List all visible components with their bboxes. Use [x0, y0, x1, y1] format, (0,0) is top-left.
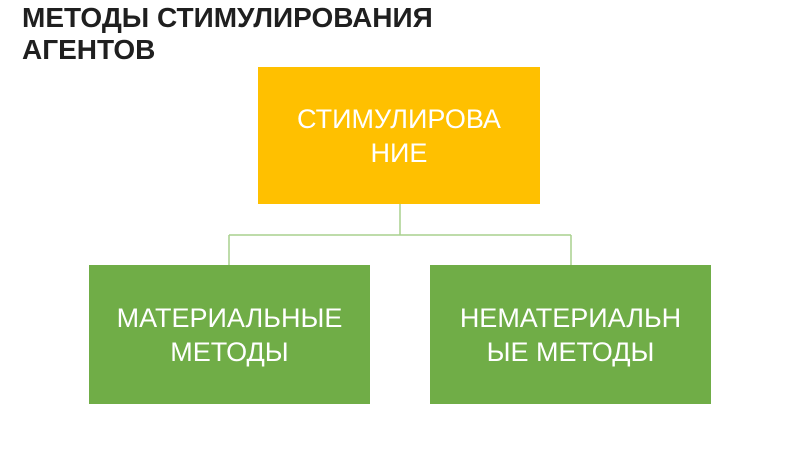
- node-material-methods: МАТЕРИАЛЬНЫЕ МЕТОДЫ: [89, 265, 370, 404]
- slide-title-line-2: АГЕНТОВ: [22, 34, 156, 65]
- node-stimulation-line-1: СТИМУЛИРОВА: [297, 103, 501, 134]
- node-stimulation: СТИМУЛИРОВА НИЕ: [258, 67, 540, 204]
- node-stimulation-line-2: НИЕ: [370, 137, 428, 168]
- node-non-material-methods: НЕМАТЕРИАЛЬН ЫЕ МЕТОДЫ: [430, 265, 711, 404]
- node-non-material-methods-line-1: НЕМАТЕРИАЛЬН: [459, 302, 682, 333]
- slide-title-line-1: МЕТОДЫ СТИМУЛИРОВАНИЯ: [22, 2, 433, 33]
- node-material-methods-line-1: МАТЕРИАЛЬНЫЕ: [116, 302, 343, 333]
- node-material-methods-line-2: МЕТОДЫ: [170, 336, 289, 367]
- node-non-material-methods-line-2: ЫЕ МЕТОДЫ: [486, 336, 655, 367]
- slide-title: МЕТОДЫ СТИМУЛИРОВАНИЯ АГЕНТОВ: [22, 2, 622, 66]
